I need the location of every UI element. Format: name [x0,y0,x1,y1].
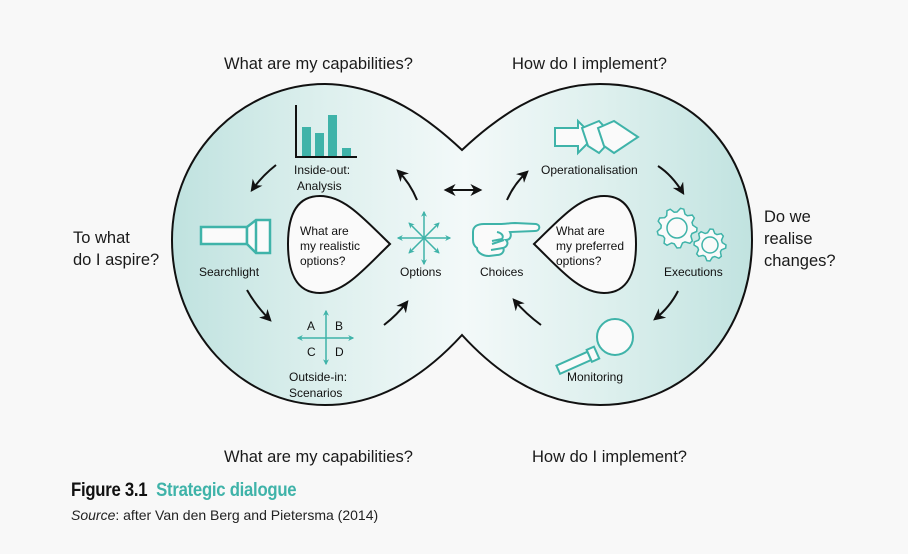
quadrant-c: C [307,345,316,359]
scenarios-label-line-1: Outside-in: [289,370,347,384]
pointing-hand-icon [472,221,541,258]
choices-label: Choices [480,265,523,279]
question-bottom-right: How do I implement? [532,448,687,466]
left-inner-teardrop [286,194,392,295]
scenarios-label-line-2: Scenarios [289,386,342,400]
figure-title: Strategic dialogue [156,480,297,501]
figure-number: Figure 3.1 [71,480,148,501]
quadrant-b: B [335,319,343,333]
arrow-searchlight-to-scenarios [246,289,272,322]
question-left: To what do I aspire? [73,227,159,271]
operationalisation-label: Operationalisation [541,163,638,177]
arrow-scenarios-to-options [383,300,409,326]
gear-hole [666,217,688,239]
figure-source: Source: after Van den Berg and Pietersma… [71,507,378,523]
monitoring-label: Monitoring [567,370,623,384]
question-right-line-3: changes? [764,252,836,270]
quadrant-a: A [307,319,315,333]
question-left-line-2: do I aspire? [73,251,160,269]
flow-arrows [246,164,685,326]
source-text: : after Van den Berg and Pietersma (2014… [115,507,379,523]
gear-hole [701,236,719,254]
arrow-operationalisation-to-executions [657,165,685,196]
arrow-executions-to-monitoring [653,290,679,321]
right-inner-question-line-2: my preferred [556,239,624,253]
radiating-arrows-icon [396,210,452,266]
bar-chart-icon [295,105,357,158]
quadrant-d: D [335,345,344,359]
magnifier-icon [555,318,634,376]
options-label: Options [400,265,441,279]
radiating-arrow [408,237,425,254]
right-inner-teardrop [532,194,638,295]
left-inner-question-line-2: my realistic [300,239,360,253]
executions-label: Executions [664,265,723,279]
question-right-line-2: realise [764,230,813,248]
question-bottom-left: What are my capabilities? [224,448,413,466]
gears-icon [656,207,727,262]
radiating-arrow [423,237,440,254]
scenarios-label: Outside-in: Scenarios [289,370,350,400]
radiating-arrow [423,222,440,239]
question-top-left: What are my capabilities? [224,55,413,73]
analysis-label-line-1: Inside-out: [294,163,350,177]
analysis-label: Inside-out: Analysis [294,163,353,193]
source-label: Source [71,507,116,523]
arrow-monitoring-to-choices [512,298,542,326]
left-inner-question-line-3: options? [300,254,346,268]
arrow-options-to-analysis [396,169,418,201]
question-top-right: How do I implement? [512,55,667,73]
question-left-line-1: To what [73,229,130,247]
right-inner-question-line-3: options? [556,254,602,268]
flashlight-icon [199,218,272,255]
radiating-arrow [408,222,425,239]
arrow-analysis-to-searchlight [250,164,277,192]
left-inner-question-line-1: What are [300,224,349,238]
analysis-label-line-2: Analysis [297,179,342,193]
arrow-choices-to-operationalisation [506,170,529,201]
searchlight-label: Searchlight [199,265,260,279]
right-inner-question: What are my preferred options? [556,224,627,268]
left-inner-question: What are my realistic options? [300,224,363,268]
chevron-arrows-icon [554,118,640,156]
right-inner-question-line-1: What are [556,224,605,238]
question-right: Do we realise changes? [764,206,836,272]
question-right-line-1: Do we [764,208,811,226]
figure-caption: Figure 3.1 Strategic dialogue [71,480,297,502]
quadrant-axes-icon [296,309,355,366]
